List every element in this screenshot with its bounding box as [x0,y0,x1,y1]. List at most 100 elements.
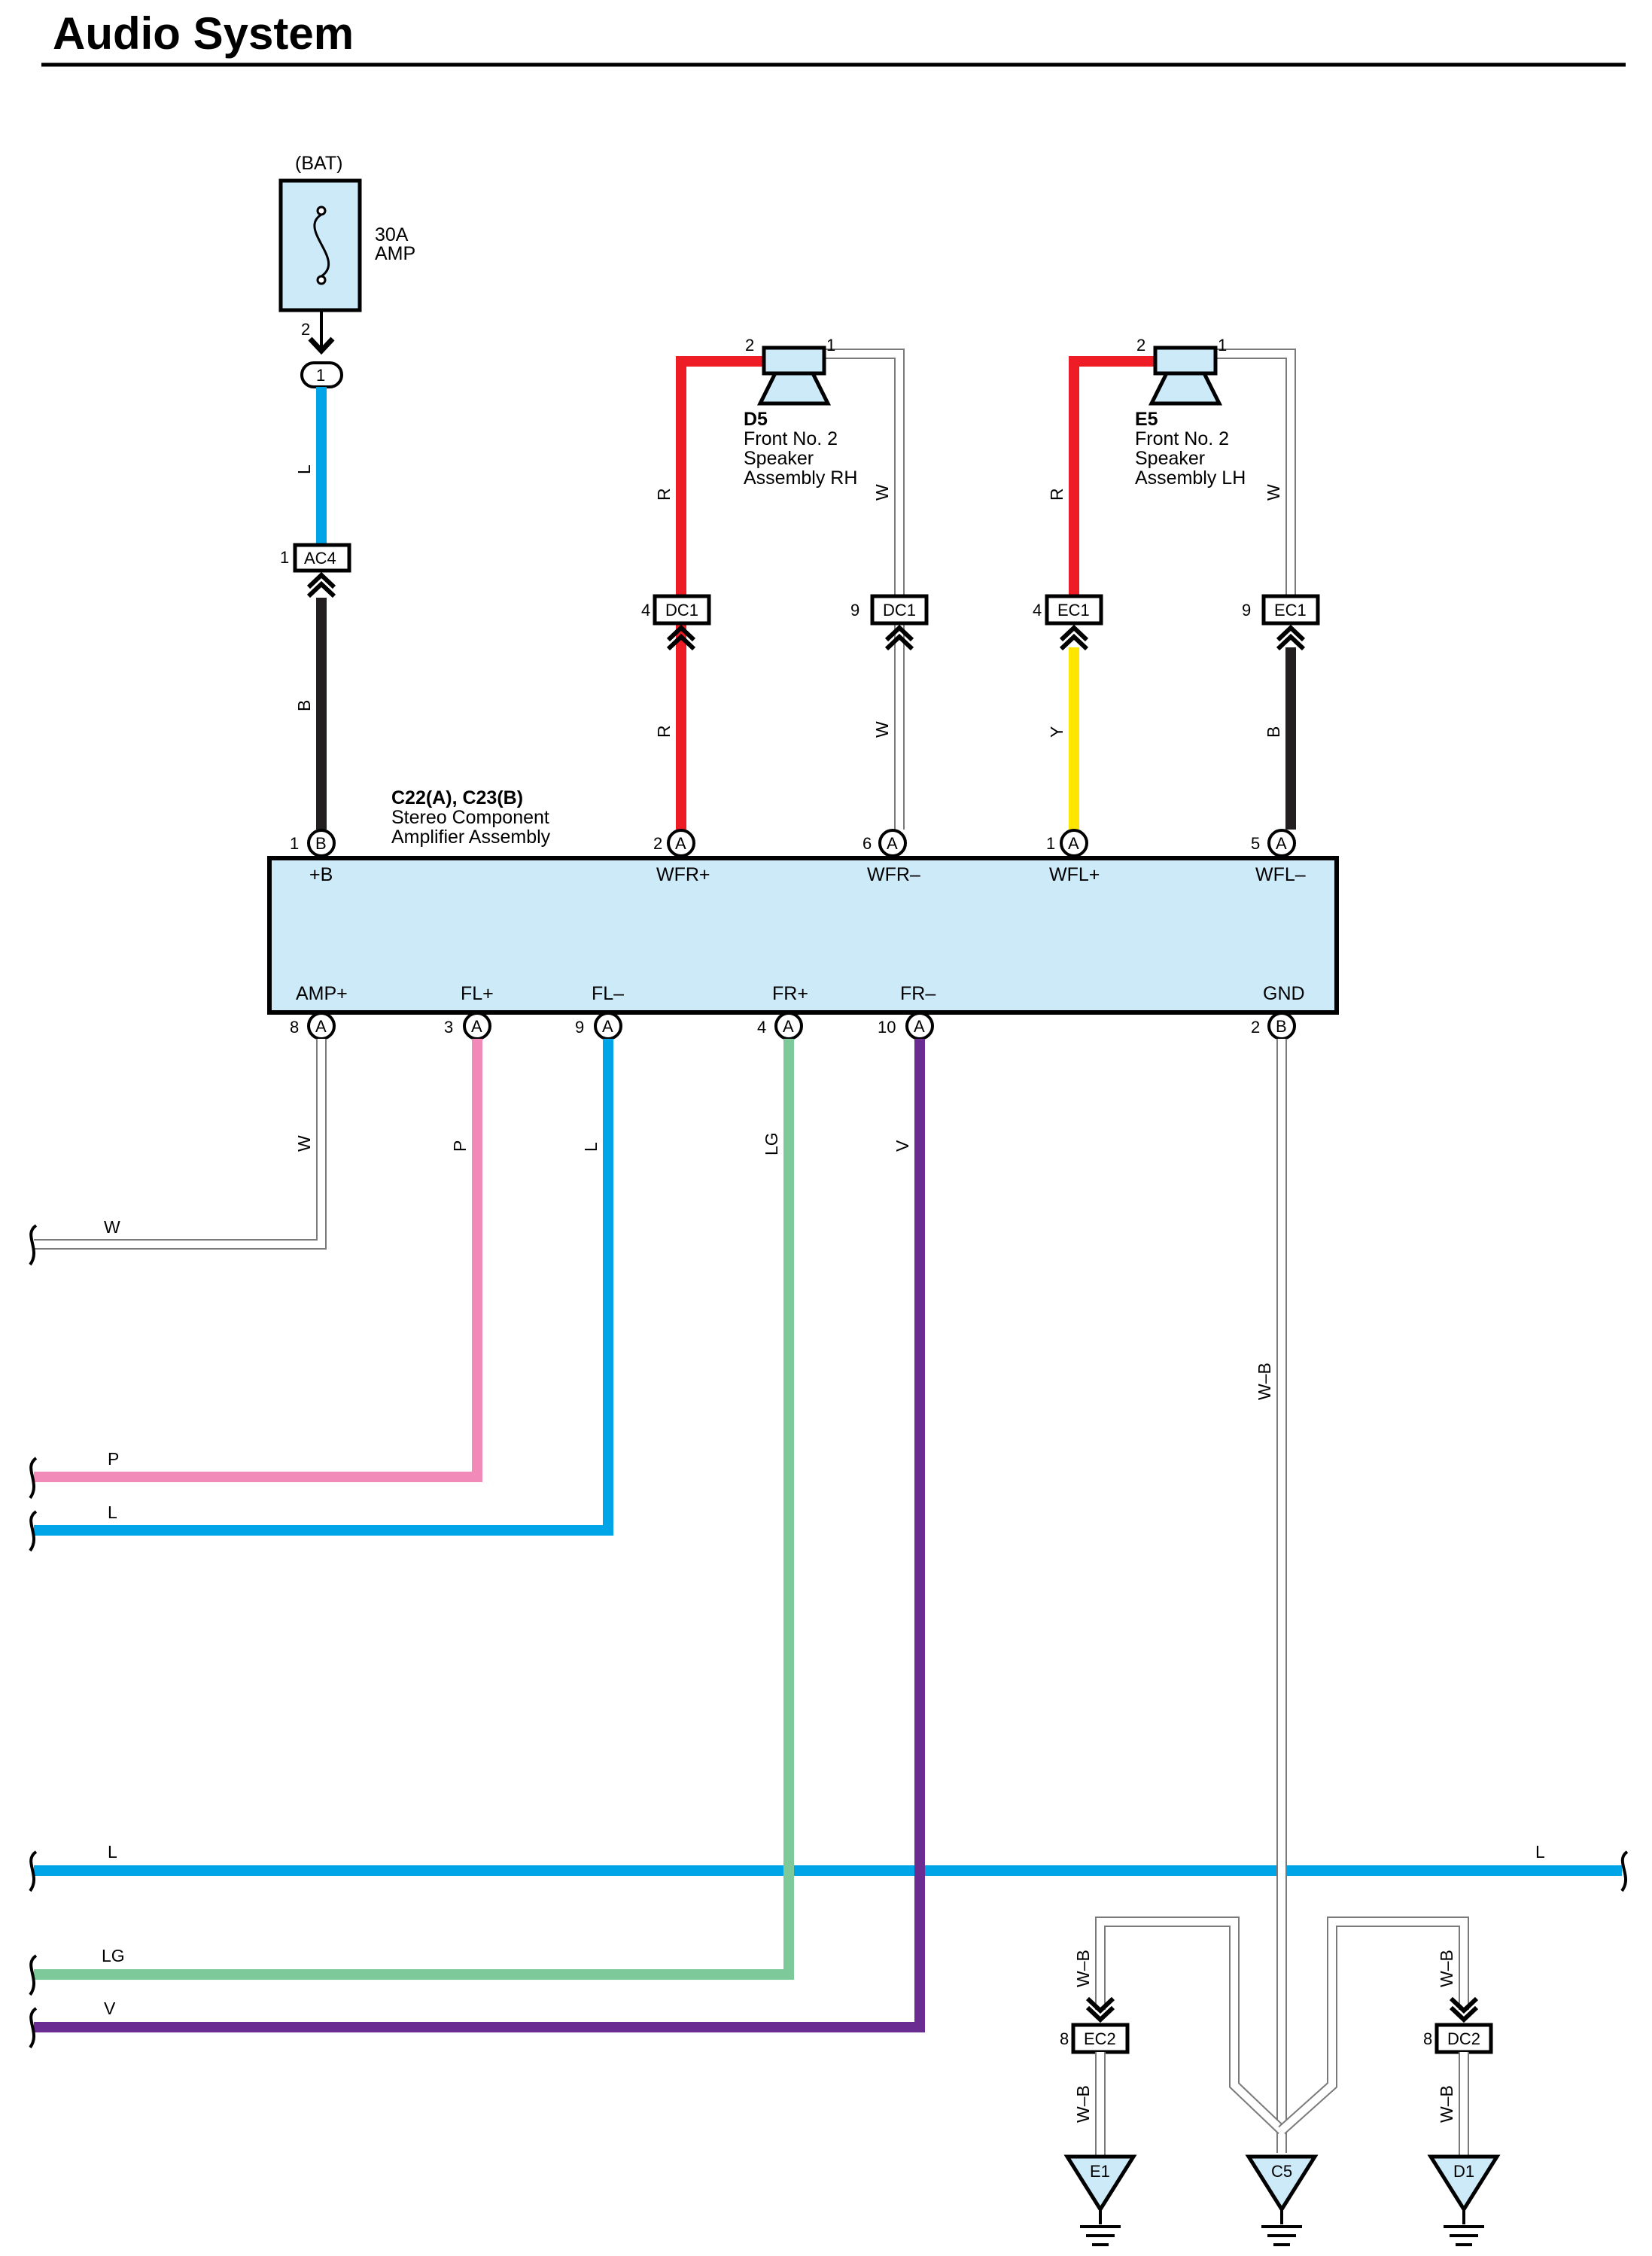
wire-w-d5 [824,349,905,830]
amp-pin-fl-minus: FL– 9 A [575,983,624,1040]
wire-wb-to-ec2-core [1097,1918,1285,2133]
wire-label-dc2-in: W–B [1437,1950,1456,1987]
svg-text:FR–: FR– [900,983,936,1004]
amp-name-line1: Stereo Component [391,807,549,828]
svg-text:8: 8 [290,1018,299,1037]
svg-text:8: 8 [1060,2029,1069,2048]
wire-w-amp [34,1039,327,1250]
amp-ids: C22(A), C23(B) [391,787,523,808]
wire-p [34,1039,482,1482]
amp-pin-wfr-plus: 2 A WFR+ [653,829,710,885]
wire-label-fr-plus-down: LG [762,1132,781,1155]
svg-text:WFR–: WFR– [867,864,920,885]
fuse-box [278,178,362,312]
svg-text:A: A [1068,834,1079,853]
conn-ec1-4: 4 EC1 [1033,594,1103,651]
svg-text:A: A [471,1017,482,1036]
fuse-source-label: (BAT) [295,153,342,174]
wire-break-marks-icon [29,1224,1629,2049]
ground-d1-label: D1 [1453,2162,1474,2181]
wire-label-dc2-out: W–B [1437,2085,1456,2123]
speaker-d5-line2: Speaker [744,448,814,469]
svg-text:DC1: DC1 [883,601,916,620]
svg-text:WFR+: WFR+ [656,864,710,885]
amp-pin-fr-minus: FR– 10 A [878,983,936,1040]
svg-text:8: 8 [1423,2029,1432,2048]
svg-text:FL+: FL+ [461,983,494,1004]
fuse-connector-chevron-icon [308,336,335,355]
amp-pin-plus-b: 1 B +B [290,829,336,885]
speaker-e5-line1: Front No. 2 [1135,428,1229,449]
wire-label-wfr-plus-lower: R [654,725,674,738]
speaker-e5-pin-right: 1 [1218,336,1227,355]
amp-pin-wfr-minus: 6 A WFR– [863,829,920,885]
svg-text:A: A [315,1017,327,1036]
wire-w-d5-core [824,350,903,830]
wire-label-ec2-in: W–B [1073,1950,1093,1987]
wire-label-l-h2-right: L [1535,1842,1545,1862]
svg-text:1: 1 [1046,834,1055,853]
wire-label-wfl-plus-upper: R [1047,488,1066,501]
svg-text:B: B [315,834,327,853]
speaker-d5-id: D5 [744,409,768,430]
ground-c5-icon [1245,2154,1319,2246]
fuse-name: AMP [375,243,415,264]
conn-dc2: 8 DC2 [1423,1996,1493,2054]
amp-pin-wfl-minus: 5 A WFL– [1251,829,1306,885]
conn-dc1-4: 4 DC1 [641,594,711,651]
fuse-rating: 30A [375,224,409,245]
svg-text:DC1: DC1 [665,601,698,620]
wire-label-amp-down: W [294,1135,314,1152]
speaker-e5-line3: Assembly LH [1135,467,1246,489]
fuse-symbol-icon [313,206,330,285]
svg-text:FR+: FR+ [772,983,808,1004]
wire-label-fr-minus-down: V [893,1140,912,1152]
wire-label-wfr-plus-upper: R [654,488,674,501]
svg-text:2: 2 [1251,1018,1260,1037]
ground-d1-icon [1427,2154,1501,2246]
svg-text:WFL–: WFL– [1255,864,1306,885]
wire-label-amp-h: W [104,1217,120,1237]
conn-ec1-9: 9 EC1 [1242,594,1320,651]
svg-text:EC1: EC1 [1274,601,1307,620]
wire-label-wfr-minus-upper: W [872,484,892,501]
wire-label-p-h: P [108,1449,119,1469]
amp-pin-amp-plus: AMP+ 8 A [290,983,348,1040]
svg-text:A: A [887,834,898,853]
wire-label-fl-minus-down: L [581,1142,601,1152]
amp-pin-fl-plus: FL+ 3 A [444,983,494,1040]
svg-text:1: 1 [290,834,299,853]
svg-text:EC2: EC2 [1084,2029,1116,2048]
conn-ec2: 8 EC2 [1060,1996,1130,2054]
svg-text:FL–: FL– [592,983,624,1004]
svg-text:B: B [1276,1017,1287,1036]
svg-text:9: 9 [1242,601,1251,620]
speaker-e5-id: E5 [1135,409,1158,430]
wire-w-e5-core [1215,350,1295,602]
svg-text:5: 5 [1251,834,1260,853]
svg-text:A: A [675,834,686,853]
wire-label-l-h1: L [108,1502,117,1522]
wire-r-d5 [676,356,764,830]
svg-text:A: A [602,1017,613,1036]
wire-label-fl-plus-down: P [450,1140,470,1152]
ground-e1-label: E1 [1090,2162,1110,2181]
wire-l-fl [34,1039,613,1536]
svg-text:A: A [914,1017,925,1036]
svg-text:9: 9 [575,1018,584,1037]
speaker-d5-icon [756,346,832,406]
wire-w-amp-core [34,1039,325,1248]
junction-pin: 1 [316,366,325,385]
wire-label-fuse-out: L [294,464,314,474]
ground-e1-icon [1063,2154,1137,2246]
amp-name-line2: Amplifier Assembly [391,827,551,848]
conn-ac4-box [293,543,351,573]
fuse-pin: 2 [301,320,310,339]
speaker-d5-pin-left: 2 [745,336,754,355]
svg-text:A: A [1276,834,1287,853]
svg-text:4: 4 [1033,601,1042,620]
svg-text:6: 6 [863,834,872,853]
wire-label-wfl-minus-upper: W [1264,484,1283,501]
amplifier-box [267,856,1339,1015]
